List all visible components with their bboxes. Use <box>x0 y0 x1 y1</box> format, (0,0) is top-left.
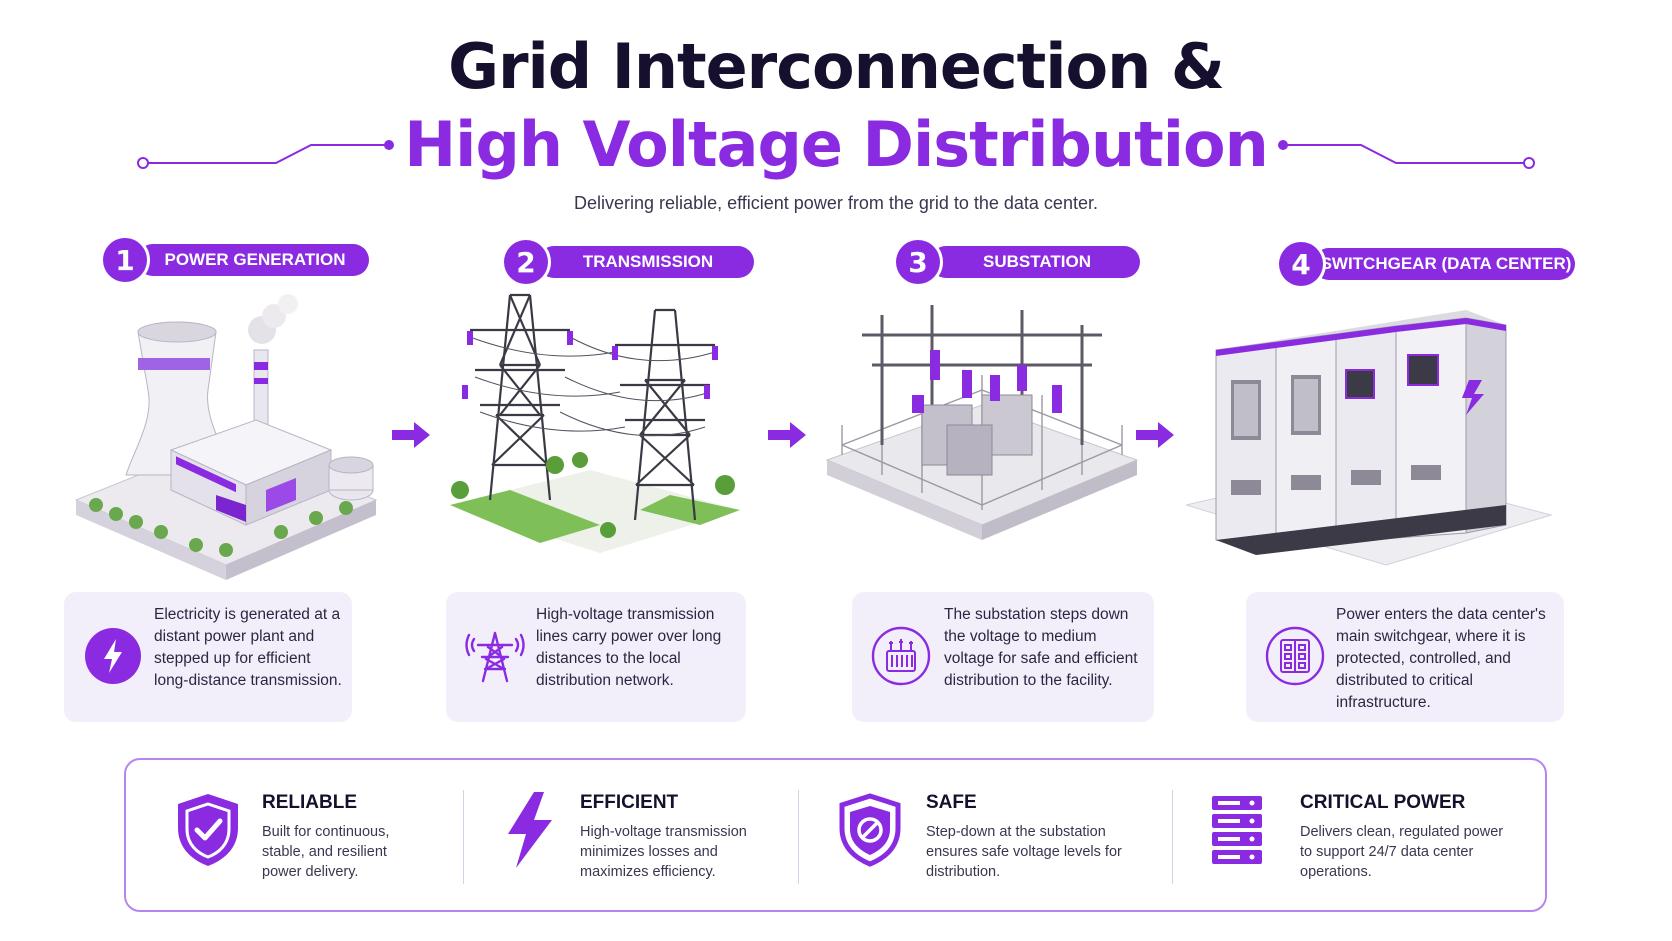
transformer-icon <box>871 626 931 686</box>
shield-check-icon <box>178 794 238 866</box>
step-1-header: 1 POWER GENERATION <box>103 238 373 282</box>
flow-arrow-2 <box>768 422 806 448</box>
page-subtitle: Delivering reliable, efficient power fro… <box>574 193 1098 213</box>
transmission-tower-icon <box>465 631 525 683</box>
step-label: TRANSMISSION <box>538 246 754 278</box>
features-panel: RELIABLE Built for continuous, stable, a… <box>124 758 1547 912</box>
step-3-description-card: The substation steps down the voltage to… <box>852 592 1154 722</box>
feature-title: SAFE <box>926 792 977 813</box>
step-description: Electricity is generated at a distant po… <box>154 606 342 689</box>
step-1-description-card: Electricity is generated at a distant po… <box>64 592 352 722</box>
flow-arrow-1 <box>392 422 430 448</box>
feature-text: Built for continuous, stable, and resili… <box>262 824 390 880</box>
step-number: 2 <box>504 240 548 284</box>
feature-divider <box>1172 790 1173 884</box>
feature-critical-power: CRITICAL POWER Delivers clean, regulated… <box>1206 760 1536 910</box>
feature-divider <box>798 790 799 884</box>
switchgear-icon <box>1265 626 1325 686</box>
feature-title: EFFICIENT <box>580 792 679 813</box>
switchgear-illustration <box>1186 310 1553 566</box>
step-4-header: 4 SWITCHGEAR (DATA CENTER) <box>1279 242 1599 286</box>
power-plant-illustration <box>74 294 378 580</box>
feature-text: Delivers clean, regulated power to suppo… <box>1300 824 1504 880</box>
step-label: SWITCHGEAR (DATA CENTER) <box>1313 248 1575 280</box>
step-3-header: 3 SUBSTATION <box>896 240 1146 284</box>
lightning-icon <box>508 792 552 868</box>
step-number: 3 <box>896 240 940 284</box>
substation-illustration <box>825 305 1139 540</box>
step-description: High-voltage transmission lines carry po… <box>536 606 722 689</box>
feature-divider <box>463 790 464 884</box>
step-label: POWER GENERATION <box>137 244 369 276</box>
step-4-description-card: Power enters the data center's main swit… <box>1246 592 1564 722</box>
page-title-line-1: Grid Interconnection & <box>448 30 1225 103</box>
decorative-line-right <box>1278 140 1535 169</box>
step-description: The substation steps down the voltage to… <box>944 606 1138 689</box>
step-number: 1 <box>103 238 147 282</box>
feature-efficient: EFFICIENT High-voltage transmission mini… <box>494 760 784 910</box>
server-rack-icon <box>1212 796 1262 864</box>
feature-safe: SAFE Step-down at the substation ensures… <box>834 760 1164 910</box>
step-2-description-card: High-voltage transmission lines carry po… <box>446 592 746 722</box>
feature-reliable: RELIABLE Built for continuous, stable, a… <box>172 760 462 910</box>
step-label: SUBSTATION <box>930 246 1140 278</box>
step-description: Power enters the data center's main swit… <box>1336 606 1546 711</box>
feature-title: RELIABLE <box>262 792 357 813</box>
shield-slash-icon <box>839 793 901 867</box>
page-title-line-2: High Voltage Distribution <box>404 108 1268 181</box>
flow-arrow-3 <box>1136 422 1174 448</box>
step-2-header: 2 TRANSMISSION <box>504 240 754 284</box>
feature-title: CRITICAL POWER <box>1300 792 1466 813</box>
feature-text: Step-down at the substation ensures safe… <box>926 824 1122 880</box>
lightning-bolt-icon <box>85 628 141 684</box>
transmission-towers-illustration <box>450 293 740 553</box>
step-number: 4 <box>1279 242 1323 286</box>
feature-text: High-voltage transmission minimizes loss… <box>580 824 747 880</box>
decorative-line-left <box>137 140 394 169</box>
